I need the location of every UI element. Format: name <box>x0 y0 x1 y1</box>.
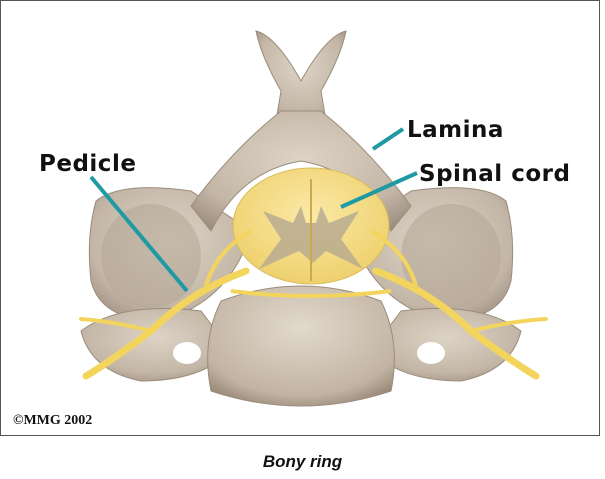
vertebra-illustration <box>1 1 600 436</box>
spinal-cord-label: Spinal cord <box>419 161 570 187</box>
figure-caption: Bony ring <box>0 452 605 472</box>
lamina-label: Lamina <box>407 117 504 143</box>
lamina-pointer-line <box>373 129 403 149</box>
figure-frame: Lamina Spinal cord Pedicle ©MMG 2002 <box>0 0 600 436</box>
vertebral-body <box>208 286 395 406</box>
left-foramen <box>173 342 201 364</box>
right-foramen <box>417 342 445 364</box>
left-articular-facet <box>101 204 201 308</box>
spinous-process <box>256 31 346 121</box>
pedicle-label: Pedicle <box>39 151 136 177</box>
copyright-notice: ©MMG 2002 <box>13 413 92 429</box>
